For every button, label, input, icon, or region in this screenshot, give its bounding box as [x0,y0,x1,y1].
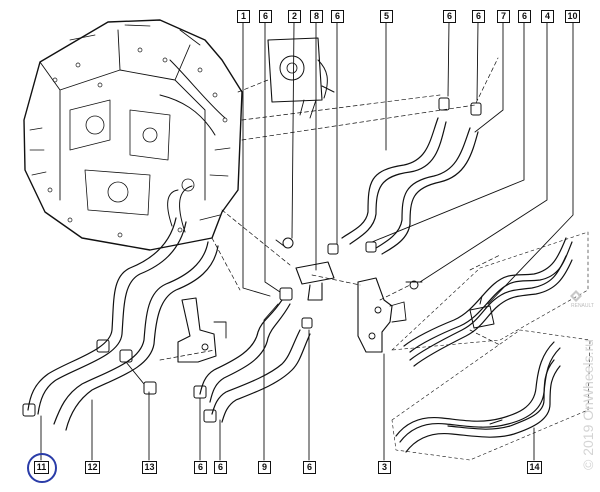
callout-6: 6 [194,461,207,474]
right-pipe-assembly-lower [395,341,561,453]
site-watermark: © 2019 OnWheels.ru [580,339,596,470]
support-bracket [357,277,423,353]
callout-7: 7 [497,10,510,23]
upper-hose-pair [327,97,482,255]
right-pipe-assembly-upper [403,237,573,367]
callout-6: 6 [303,461,316,474]
callout-6: 6 [443,10,456,23]
outline-group-10 [391,231,589,351]
callout-2: 2 [288,10,301,23]
callout-14: 14 [527,461,542,474]
callout-1: 1 [237,10,250,23]
selection-highlight-ring [27,453,57,483]
callout-6: 6 [331,10,344,23]
left-hose-pair [22,217,219,431]
valve-bracket [267,37,335,119]
engine-block [23,19,243,251]
callout-6: 6 [472,10,485,23]
callout-8: 8 [310,10,323,23]
renault-logo [570,290,582,302]
t-connector [275,237,335,329]
brand-watermark: RENAULT [571,303,594,309]
callout-12: 12 [85,461,100,474]
leader-dashes [159,57,501,361]
callout-4: 4 [541,10,554,23]
callout-6: 6 [518,10,531,23]
callout-5: 5 [380,10,393,23]
callout-13: 13 [142,461,157,474]
callout-6: 6 [214,461,227,474]
outline-group-14 [391,329,591,461]
callout-3: 3 [378,461,391,474]
middle-bracket [177,297,227,363]
callout-6: 6 [259,10,272,23]
callout-10: 10 [565,10,580,23]
callout-9: 9 [258,461,271,474]
leader-lines [40,21,574,461]
lower-hose-pair [193,299,311,423]
